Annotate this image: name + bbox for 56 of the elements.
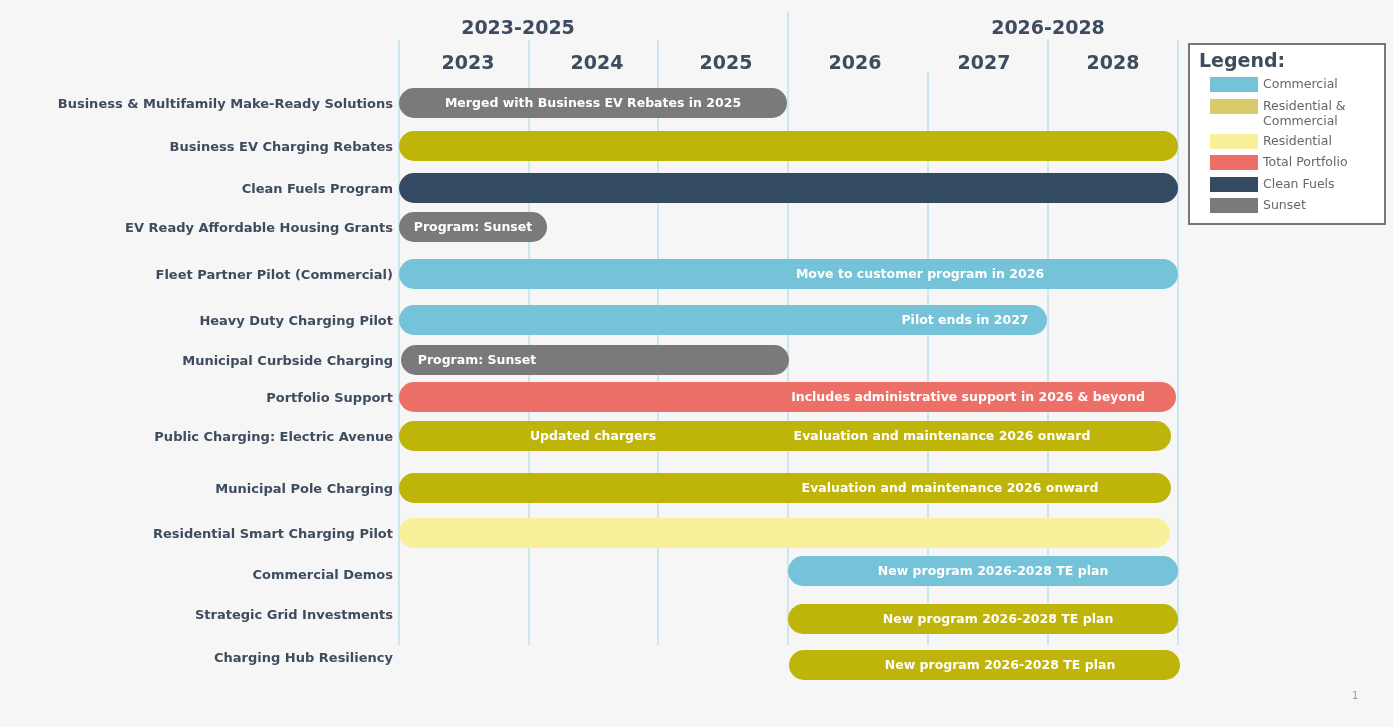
bar-label: New program 2026-2028 TE plan [884,656,1116,674]
bar-label: Pilot ends in 2027 [901,311,1029,329]
year-heading: 2024 [570,51,624,73]
timeline-bar [789,650,1180,680]
legend-text: Sunset [1263,197,1307,212]
year-heading: 2026 [828,51,882,73]
page-number: 1 [1352,690,1359,701]
timeline-bar [399,518,1170,548]
timeline-bar [399,382,1176,412]
bar-label: New program 2026-2028 TE plan [877,562,1109,580]
bar-label: Program: Sunset [417,351,537,369]
program-name: Commercial Demos [252,566,393,582]
year-heading: 2025 [699,51,753,73]
timeline-bar [399,131,1178,161]
timeline-bar [399,473,1171,503]
program-name: Residential Smart Charging Pilot [152,525,393,541]
timeline-bar [788,604,1178,634]
bar-label: Move to customer program in 2026 [795,265,1045,283]
year-heading: 2027 [957,51,1011,73]
program-name: Portfolio Support [266,389,393,405]
legend-title: Legend: [1199,49,1286,71]
legend-text: Commercial [1263,76,1339,91]
bar-label: Evaluation and maintenance 2026 onward [801,479,1099,497]
program-name: Business EV Charging Rebates [169,138,393,154]
timeline-bar [399,305,1047,335]
bar-label: Updated chargers [529,427,657,445]
timeline-bar [399,259,1178,289]
timeline-bar [399,212,547,242]
program-name: Municipal Pole Charging [215,480,393,496]
program-name: Business & Multifamily Make-Ready Solutions [57,95,393,111]
timeline-bar [788,556,1178,586]
program-name: Municipal Curbside Charging [182,352,393,368]
timeline-bar [399,421,1171,451]
legend-text: Total Portfolio [1263,154,1349,169]
bar-label: Merged with Business EV Rebates in 2025 [444,94,742,112]
period-heading: 2026-2028 [991,16,1105,38]
timeline-bar [399,88,787,118]
timeline-bar [399,173,1178,203]
bar-label: Includes administrative support in 2026 & beyond [791,388,1145,406]
legend-text: Residential [1263,133,1333,148]
program-name: Fleet Partner Pilot (Commercial) [155,266,393,282]
legend-text: Residential & Commercial [1263,98,1347,128]
timeline-bar [401,345,789,375]
year-heading: 2023 [441,51,495,73]
program-name: Charging Hub Resiliency [214,649,393,665]
year-heading: 2028 [1086,51,1140,73]
program-name: Clean Fuels Program [241,180,393,196]
program-name: Public Charging: Electric Avenue [154,428,393,444]
bar-label: Evaluation and maintenance 2026 onward [793,427,1091,445]
bar-label: New program 2026-2028 TE plan [882,610,1114,628]
bar-label: Program: Sunset [413,218,533,236]
program-name: Heavy Duty Charging Pilot [199,312,393,328]
period-heading: 2023-2025 [461,16,575,38]
program-name: Strategic Grid Investments [194,606,393,622]
legend-text: Clean Fuels [1263,176,1336,191]
program-name: EV Ready Affordable Housing Grants [125,219,393,235]
